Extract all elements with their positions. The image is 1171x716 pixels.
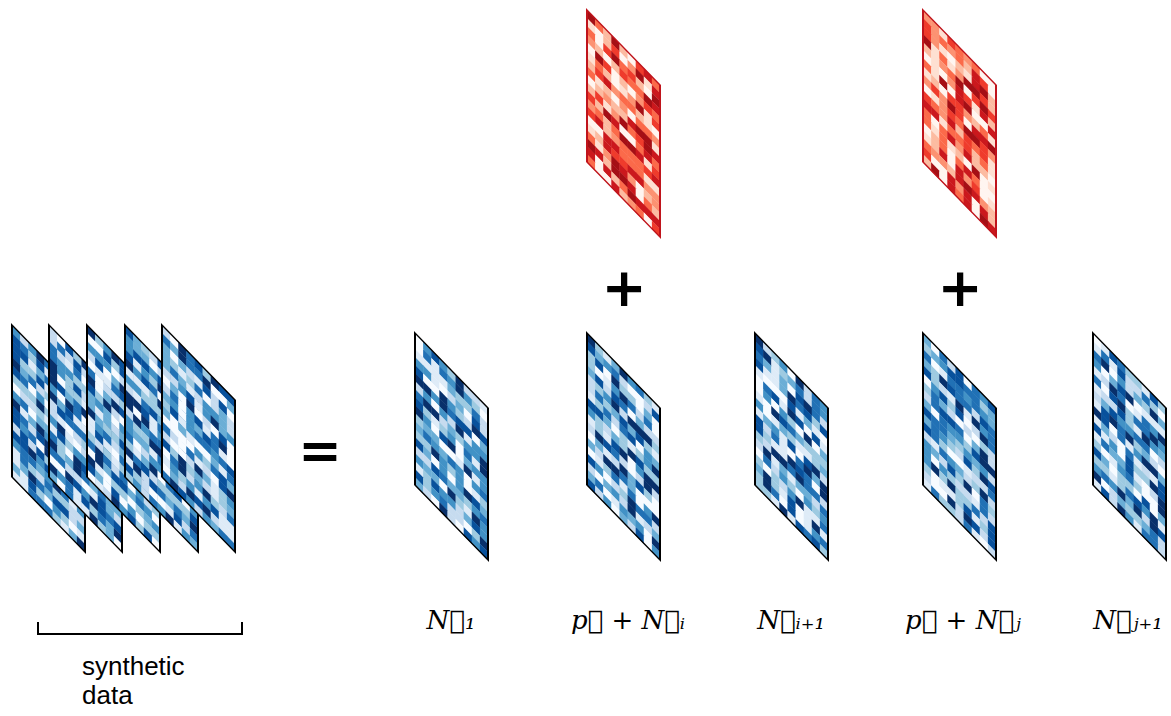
grid-panel	[162, 325, 235, 553]
panel-outline	[415, 333, 488, 560]
panel-outline	[923, 333, 996, 560]
grid-panel	[87, 325, 160, 553]
grid-panel	[1093, 333, 1166, 561]
grid-panel	[415, 333, 488, 561]
grid-panel	[923, 10, 996, 238]
grid-panel	[755, 333, 828, 561]
grid-panel	[587, 333, 660, 561]
grid-panels	[12, 10, 1166, 561]
panel-outline	[1093, 333, 1166, 560]
panel-outline	[162, 325, 235, 552]
panel-outline	[49, 325, 122, 552]
panel-outline	[755, 333, 828, 560]
panel-outline	[87, 325, 160, 552]
grid-panel	[587, 10, 660, 238]
panel-outline	[587, 10, 660, 237]
grid-panel	[923, 333, 996, 561]
panel-outline	[587, 333, 660, 560]
grid-panel	[49, 325, 122, 553]
